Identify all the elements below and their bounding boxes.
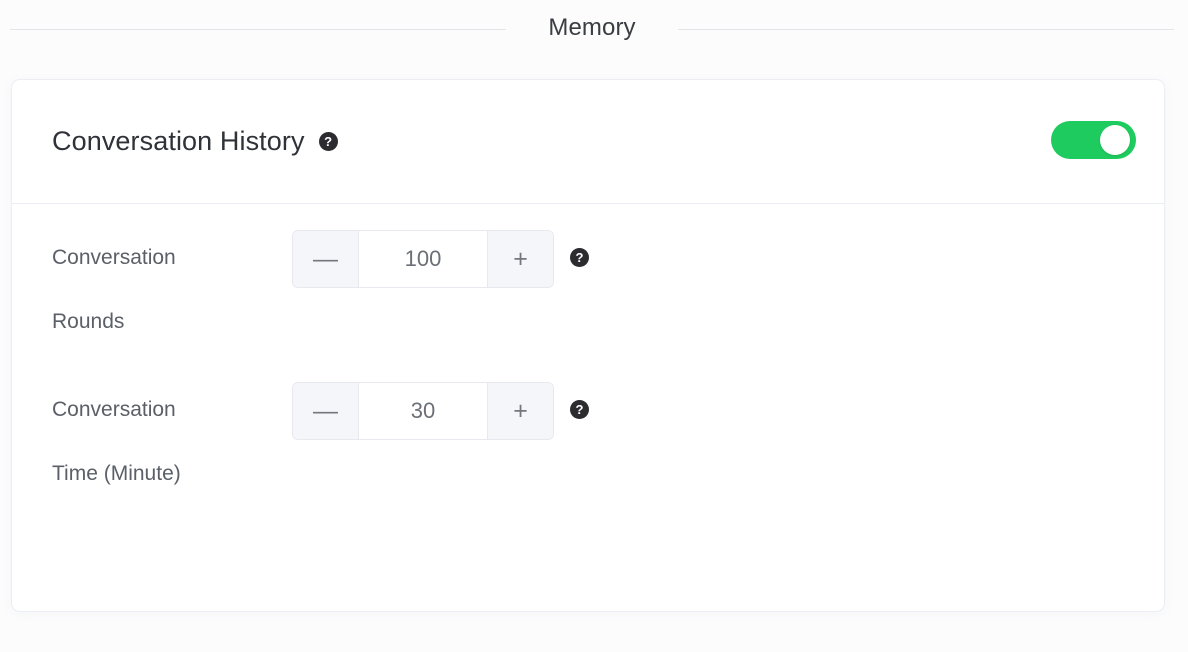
conversation-history-card: Conversation History ? Conversation Roun…	[11, 79, 1165, 612]
label-line-1: Conversation	[52, 398, 176, 421]
conversation-rounds-help-icon[interactable]: ?	[570, 248, 589, 267]
help-icon-glyph: ?	[575, 401, 584, 417]
conversation-history-help-icon[interactable]: ?	[318, 132, 338, 151]
help-icon-glyph: ?	[575, 249, 584, 265]
value-input-conversation-rounds[interactable]: 100	[359, 231, 487, 287]
conversation-time-help-icon[interactable]: ?	[570, 400, 589, 419]
label-line-2: Rounds	[52, 310, 125, 333]
decrement-button-conversation-rounds[interactable]: —	[293, 231, 359, 287]
section-divider-right	[677, 28, 1174, 30]
card-title-group: Conversation History ?	[52, 126, 338, 157]
toggle-knob	[1100, 125, 1130, 155]
conversation-history-toggle[interactable]	[1051, 121, 1136, 159]
stepper-conversation-time: — 30 +	[292, 382, 554, 440]
card-title: Conversation History	[52, 126, 305, 156]
field-row-conversation-rounds: Conversation Rounds — 100 + ?	[12, 226, 1164, 354]
increment-button-conversation-time[interactable]: +	[487, 383, 553, 439]
card-body: Conversation Rounds — 100 + ? Conversati…	[12, 204, 1164, 506]
stepper-conversation-rounds: — 100 +	[292, 230, 554, 288]
value-input-conversation-time[interactable]: 30	[359, 383, 487, 439]
increment-button-conversation-rounds[interactable]: +	[487, 231, 553, 287]
card-header: Conversation History ?	[12, 80, 1164, 204]
section-divider-left	[10, 28, 507, 30]
section-header: Memory	[0, 0, 1188, 56]
label-conversation-time: Conversation Time (Minute)	[52, 378, 292, 506]
field-row-conversation-time: Conversation Time (Minute) — 30 + ?	[12, 378, 1164, 506]
help-icon-glyph: ?	[324, 133, 333, 149]
label-conversation-rounds: Conversation Rounds	[52, 226, 292, 354]
label-line-1: Conversation	[52, 246, 176, 269]
section-title: Memory	[548, 14, 636, 41]
label-line-2: Time (Minute)	[52, 462, 181, 485]
decrement-button-conversation-time[interactable]: —	[293, 383, 359, 439]
